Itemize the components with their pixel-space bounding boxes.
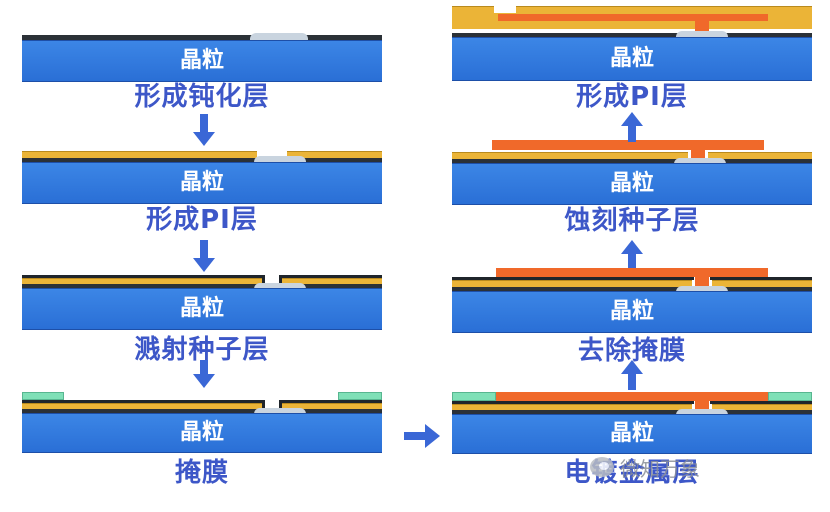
passivation-layer bbox=[22, 158, 382, 162]
pi-layer-right bbox=[712, 280, 812, 288]
wafer-die: 晶粒 bbox=[22, 162, 382, 204]
right-step-3-etch-seed: 晶粒 蚀刻种子层 bbox=[452, 140, 812, 260]
pi-layer-left bbox=[22, 278, 262, 285]
metal-via bbox=[695, 21, 709, 33]
wafer-die: 晶粒 bbox=[22, 40, 382, 82]
step-label: 电镀金属层 bbox=[564, 458, 700, 488]
watermark-text: 微知万象 bbox=[620, 456, 700, 481]
right-step-2-remove-mask: 晶粒 去除掩膜 bbox=[452, 268, 812, 388]
bond-pad bbox=[676, 409, 728, 415]
pi-layer-right bbox=[287, 151, 382, 159]
step-label: 掩膜 bbox=[174, 458, 229, 488]
mask-left bbox=[452, 392, 496, 401]
seed-layer-left bbox=[452, 277, 694, 280]
up-arrow-icon bbox=[621, 360, 643, 390]
step-label: 形成PI层 bbox=[576, 82, 688, 112]
left-step-2-pi: 晶粒 形成PI层 bbox=[22, 150, 382, 270]
metal-layer bbox=[496, 392, 768, 401]
up-arrow-icon bbox=[621, 112, 643, 142]
down-arrow-icon bbox=[193, 360, 215, 390]
seed-layer-left bbox=[452, 401, 694, 404]
seed-layer-left bbox=[22, 275, 264, 278]
passivation-layer bbox=[22, 409, 382, 413]
left-step-3-seed: 晶粒 溅射种子层 bbox=[22, 275, 382, 395]
mask-right bbox=[768, 392, 812, 401]
wafer-label: 晶粒 bbox=[609, 46, 654, 71]
up-arrow-icon bbox=[621, 240, 643, 268]
bond-pad bbox=[674, 158, 726, 164]
passivation-layer bbox=[452, 33, 812, 37]
pi-layer-right bbox=[282, 403, 382, 410]
wafer-die: 晶粒 bbox=[22, 413, 382, 453]
seed-layer-left bbox=[22, 400, 264, 403]
step-label: 形成钝化层 bbox=[134, 82, 270, 112]
wafer-die: 晶粒 bbox=[22, 288, 382, 330]
metal-layer bbox=[492, 140, 764, 150]
left-step-4-mask: 晶粒 掩膜 bbox=[22, 392, 382, 512]
down-arrow-icon bbox=[193, 114, 215, 148]
wafer-label: 晶粒 bbox=[609, 421, 654, 446]
right-step-1-plating: 晶粒 电镀金属层 bbox=[452, 392, 812, 512]
seed-layer-right bbox=[710, 401, 812, 404]
passivation-layer bbox=[452, 410, 812, 414]
pi-layer-right bbox=[708, 152, 812, 160]
pi-layer-right bbox=[282, 278, 382, 285]
wafer-die: 晶粒 bbox=[452, 37, 812, 81]
bond-pad bbox=[254, 156, 306, 163]
step-label: 蚀刻种子层 bbox=[564, 206, 700, 236]
pi-layer-left bbox=[452, 280, 692, 288]
step-label: 形成PI层 bbox=[146, 205, 258, 235]
metal-layer bbox=[496, 268, 768, 277]
bond-pad bbox=[254, 283, 306, 289]
passivation-layer bbox=[452, 159, 812, 163]
bond-pad bbox=[676, 286, 728, 292]
wafer-label: 晶粒 bbox=[609, 299, 654, 324]
pi-layer-left bbox=[452, 404, 692, 411]
wafer-label: 晶粒 bbox=[179, 48, 224, 73]
seed-layer-via-left bbox=[262, 275, 265, 287]
seed-layer-via-right bbox=[279, 400, 282, 412]
right-step-4-pi: 晶粒 形成PI层 bbox=[452, 6, 812, 126]
bond-pad bbox=[250, 33, 308, 41]
left-step-1-passivation: 晶粒 形成钝化层 bbox=[22, 28, 382, 148]
wafer-label: 晶粒 bbox=[179, 170, 224, 195]
wafer-label: 晶粒 bbox=[609, 171, 654, 196]
right-arrow-icon bbox=[404, 424, 440, 448]
passivation-layer bbox=[452, 287, 812, 291]
seed-layer-right bbox=[710, 277, 812, 280]
metal-layer bbox=[498, 14, 768, 21]
seed-layer-via-left bbox=[262, 400, 265, 412]
pi-opening bbox=[494, 6, 516, 13]
pi-layer-right bbox=[712, 404, 812, 411]
bond-pad bbox=[254, 408, 306, 414]
mask-right bbox=[338, 392, 382, 400]
wafer-label: 晶粒 bbox=[179, 420, 224, 445]
wafer-die: 晶粒 bbox=[452, 291, 812, 333]
wafer-label: 晶粒 bbox=[179, 296, 224, 321]
passivation-layer bbox=[22, 35, 382, 40]
watermark: 微知万象 bbox=[590, 452, 820, 482]
seed-layer-via-right bbox=[279, 275, 282, 287]
seed-layer-right bbox=[280, 275, 382, 278]
passivation-layer bbox=[22, 284, 382, 288]
wafer-die: 晶粒 bbox=[452, 414, 812, 454]
wechat-account-icon bbox=[590, 457, 614, 477]
mask-left bbox=[22, 392, 64, 400]
wafer-die: 晶粒 bbox=[452, 163, 812, 205]
seed-layer-right bbox=[280, 400, 382, 403]
pi-layer-left bbox=[22, 151, 257, 159]
fabrication-flow-diagram: 晶粒 形成钝化层 晶粒 形成PI层 晶粒 溅射种子层 bbox=[22, 6, 820, 488]
pi-layer-left bbox=[22, 403, 262, 410]
pi-layer-left bbox=[452, 152, 688, 160]
down-arrow-icon bbox=[193, 240, 215, 274]
bond-pad bbox=[676, 31, 728, 38]
